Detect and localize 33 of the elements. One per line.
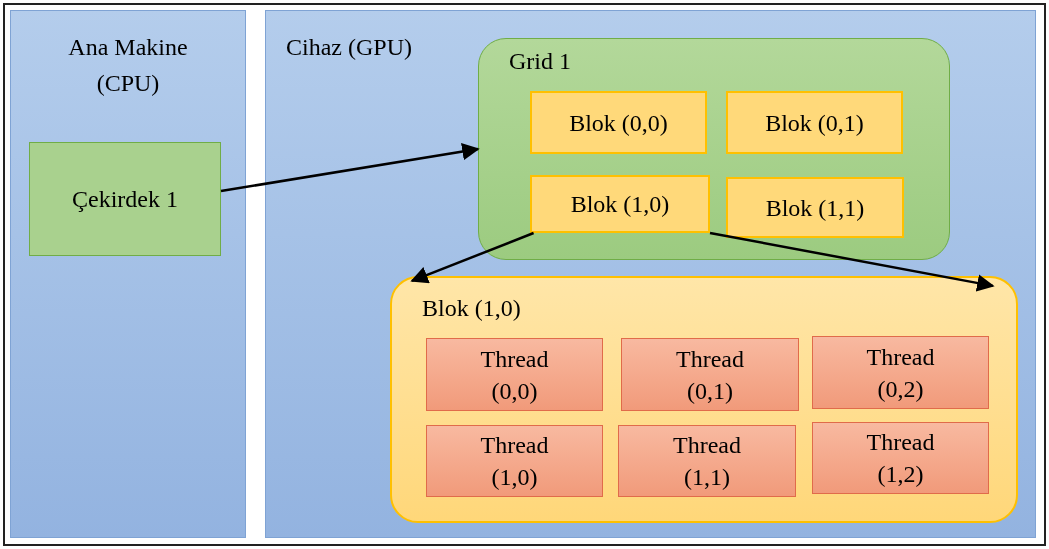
- kernel-label: Çekirdek 1: [72, 185, 178, 214]
- block-label: Blok (0,0): [569, 108, 668, 138]
- panel-title: Cihaz (GPU): [286, 33, 412, 62]
- block-label: Blok (1,0): [422, 294, 521, 323]
- block-box: [726, 177, 904, 238]
- thread-label: Thread (0,1): [675, 344, 745, 406]
- arrow: [220, 142, 480, 193]
- thread-box: [621, 338, 799, 411]
- grid-box: [478, 38, 950, 260]
- thread-label: Thread (0,2): [865, 342, 936, 404]
- kernel-box: [29, 142, 221, 256]
- panel-title: Ana Makine (CPU): [67, 33, 189, 98]
- block-label: Blok (0,1): [765, 108, 864, 138]
- thread-box: [426, 338, 603, 411]
- block-detail-box: [390, 276, 1018, 523]
- block-label: Blok (1,1): [765, 193, 865, 223]
- block-box: [530, 175, 710, 233]
- block-box: [726, 91, 903, 154]
- device-panel: [265, 10, 1036, 538]
- thread-label: Thread (1,2): [865, 428, 936, 489]
- thread-label: Thread (1,1): [672, 431, 742, 492]
- thread-box: [618, 425, 796, 497]
- grid-label: Grid 1: [509, 47, 571, 76]
- block-box: [530, 91, 707, 154]
- thread-box: [812, 336, 989, 409]
- thread-label: Thread (0,0): [479, 344, 550, 406]
- thread-box: [812, 422, 989, 494]
- host-panel: [10, 10, 246, 538]
- thread-label: Thread (1,0): [479, 431, 550, 492]
- arrow: [410, 231, 535, 284]
- arrow: [709, 231, 995, 292]
- block-label: Blok (1,0): [570, 190, 670, 219]
- thread-box: [426, 425, 603, 497]
